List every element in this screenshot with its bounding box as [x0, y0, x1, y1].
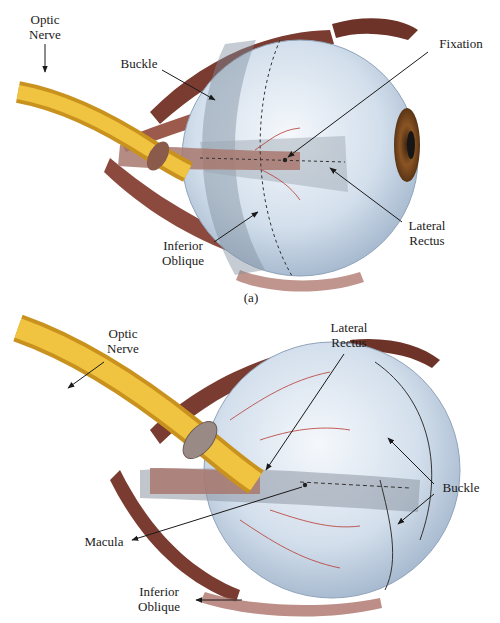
panel-a-drawing — [18, 18, 420, 291]
panel-label: (a) — [236, 290, 266, 305]
structure-label: Inferior Oblique — [126, 584, 192, 614]
structure-label: Inferior Oblique — [150, 238, 216, 268]
structure-label: Lateral Rectus — [396, 218, 458, 248]
structure-label: Optic Nerve — [92, 326, 154, 356]
structure-label: Optic Nerve — [14, 12, 76, 42]
structure-label: Macula — [78, 534, 130, 549]
structure-label: Buckle — [116, 56, 162, 71]
panel-b-drawing — [18, 328, 460, 617]
structure-label: Lateral Rectus — [318, 320, 380, 350]
structure-label: Buckle — [436, 480, 486, 495]
structure-label: Fixation — [430, 36, 492, 51]
leader-lines — [45, 44, 434, 600]
